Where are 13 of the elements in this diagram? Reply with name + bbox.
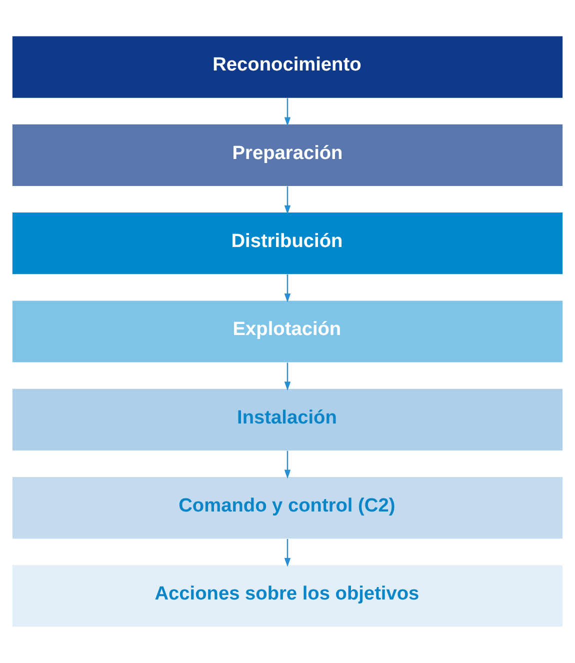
node-box: Instalación <box>12 388 563 450</box>
arrow <box>284 362 291 391</box>
node-box: Reconocimiento <box>12 36 563 98</box>
arrow <box>284 98 291 126</box>
arrow <box>284 186 291 214</box>
node-box: Explotación <box>12 300 563 362</box>
node-box: Comando y control (C2) <box>12 477 563 539</box>
arrow <box>284 450 291 479</box>
node-box: Distribución <box>12 212 563 274</box>
arrow <box>284 538 291 567</box>
node-box: Preparación <box>12 124 563 186</box>
arrow <box>284 274 291 302</box>
node-box: Acciones sobre los objetivos <box>12 565 563 627</box>
